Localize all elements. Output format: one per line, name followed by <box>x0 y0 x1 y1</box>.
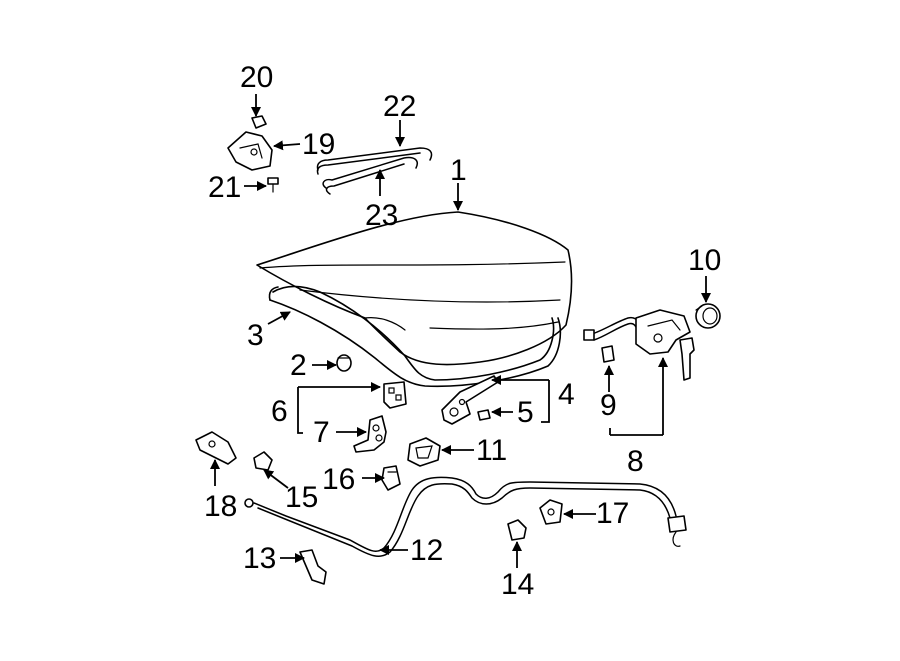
callout-labels: 1 2 3 4 5 6 7 8 9 10 11 12 13 14 15 16 1… <box>204 61 721 601</box>
latch-part[interactable] <box>407 437 441 467</box>
callout-1: 1 <box>450 154 467 187</box>
cable-clip-part[interactable] <box>507 519 527 541</box>
callout-19: 19 <box>302 128 335 161</box>
clip-part[interactable] <box>477 409 491 421</box>
lock-cylinder-part[interactable] <box>695 303 721 329</box>
hinge-part[interactable] <box>353 415 387 453</box>
bumper-part[interactable] <box>336 354 352 372</box>
latch-clip-part[interactable] <box>381 465 401 491</box>
callout-17: 17 <box>596 497 629 530</box>
weatherstrip-part[interactable] <box>268 285 562 388</box>
lock-clip-part[interactable] <box>601 345 615 363</box>
retainer-clip-part[interactable] <box>253 451 273 471</box>
callout-2: 2 <box>290 349 307 382</box>
lid-hinge-arm-part[interactable] <box>441 375 499 425</box>
callout-7: 7 <box>313 416 330 449</box>
striker-part[interactable] <box>227 131 273 171</box>
trunk-lid-part[interactable] <box>256 211 573 366</box>
mount-bracket-part[interactable] <box>195 431 237 465</box>
release-handle-part[interactable] <box>299 549 327 585</box>
callout-12: 12 <box>410 534 443 567</box>
callout-6: 6 <box>271 395 288 428</box>
leader-lines <box>210 94 711 568</box>
callout-22: 22 <box>383 90 416 123</box>
callout-4: 4 <box>558 378 575 411</box>
callout-16: 16 <box>322 463 355 496</box>
callout-21: 21 <box>208 171 241 204</box>
callout-9: 9 <box>600 389 617 422</box>
callout-3: 3 <box>247 319 264 352</box>
cable-bracket-part[interactable] <box>539 499 563 525</box>
callout-10: 10 <box>688 244 721 277</box>
callout-11: 11 <box>476 434 507 467</box>
callout-15: 15 <box>285 481 318 514</box>
callout-8: 8 <box>627 445 644 478</box>
torsion-rod-lower-part[interactable] <box>322 156 418 195</box>
torsion-rod-upper-part[interactable] <box>316 147 433 175</box>
callout-5: 5 <box>517 396 534 429</box>
screw-part[interactable] <box>267 177 279 193</box>
lock-actuator-part[interactable] <box>583 309 695 381</box>
callout-20: 20 <box>240 61 273 94</box>
callout-18: 18 <box>204 490 237 523</box>
callout-23: 23 <box>365 199 398 232</box>
callout-14: 14 <box>501 568 534 601</box>
bolt-part[interactable] <box>251 115 267 129</box>
callout-13: 13 <box>243 542 276 575</box>
hinge-bracket-part[interactable] <box>383 381 407 409</box>
